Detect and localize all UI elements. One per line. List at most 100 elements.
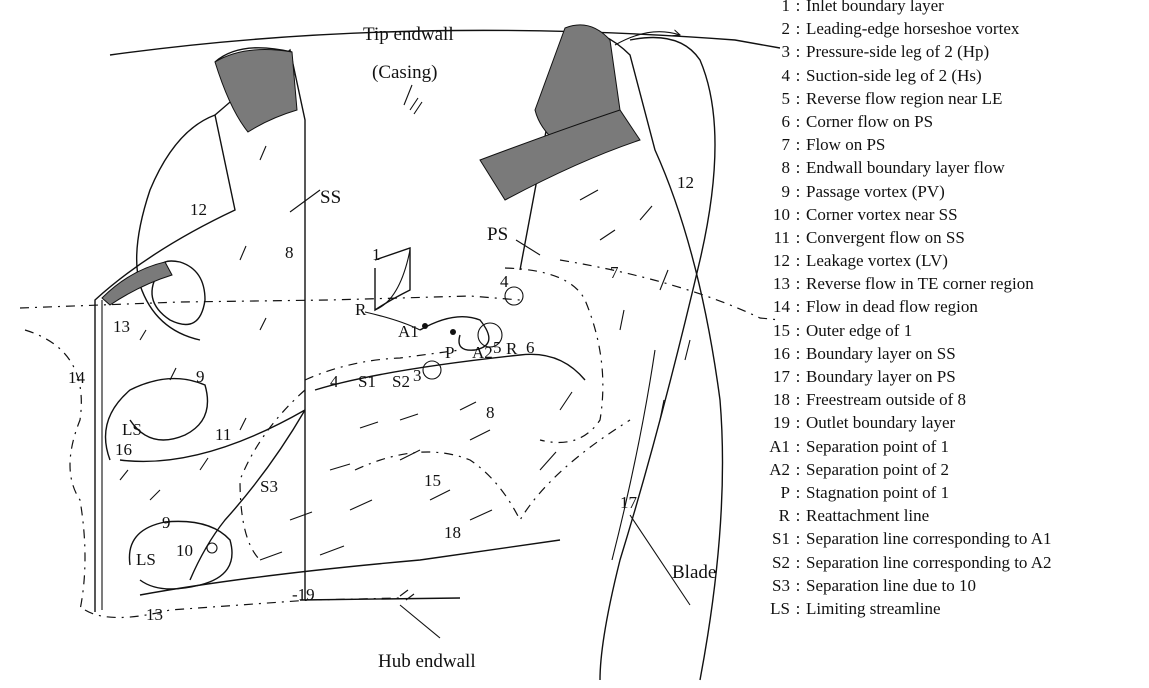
legend-text: Inlet boundary layer	[806, 0, 944, 15]
legend-item: 10:Corner vortex near SS	[760, 203, 1149, 226]
legend-item: 19:Outlet boundary layer	[760, 411, 1149, 434]
label-s2: S2	[392, 372, 410, 391]
legend-separator: :	[790, 40, 806, 63]
point-a1	[422, 323, 428, 329]
legend-separator: :	[790, 156, 806, 179]
leader-hub	[400, 605, 440, 638]
legend-key: 2	[760, 17, 790, 40]
legend-text: Reverse flow region near LE	[806, 89, 1002, 108]
legend-separator: :	[790, 458, 806, 481]
legend-text: Separation point of 1	[806, 437, 949, 456]
label-15: 15	[424, 471, 441, 490]
legend-text: Corner flow on PS	[806, 112, 933, 131]
legend-key: 15	[760, 319, 790, 342]
legend-separator: :	[790, 504, 806, 527]
legend-item: 15:Outer edge of 1	[760, 319, 1149, 342]
legend-separator: :	[790, 203, 806, 226]
label-4-left: 4	[330, 372, 339, 391]
legend-text: Separation point of 2	[806, 460, 949, 479]
legend-item: A1:Separation point of 1	[760, 435, 1149, 458]
legend-key: 14	[760, 295, 790, 318]
legend-separator: :	[790, 64, 806, 87]
outlet-line	[300, 598, 460, 600]
label-9-upper: 9	[196, 367, 205, 386]
ps-label: PS	[487, 224, 508, 245]
legend-item: 11:Convergent flow on SS	[760, 226, 1149, 249]
corner-vortex-10	[207, 543, 217, 553]
legend-key: P	[760, 481, 790, 504]
legend: 1:Inlet boundary layer2:Leading-edge hor…	[760, 0, 1149, 620]
legend-key: A1	[760, 435, 790, 458]
legend-key: 9	[760, 180, 790, 203]
legend-separator: :	[790, 17, 806, 40]
legend-key: 8	[760, 156, 790, 179]
legend-item: 5:Reverse flow region near LE	[760, 87, 1149, 110]
label-18: 18	[444, 523, 461, 542]
legend-text: Separation line corresponding to A1	[806, 529, 1052, 548]
legend-item: 2:Leading-edge horseshoe vortex	[760, 17, 1149, 40]
legend-separator: :	[790, 527, 806, 550]
legend-text: Boundary layer on SS	[806, 344, 956, 363]
legend-text: Reattachment line	[806, 506, 929, 525]
leader-ps	[516, 240, 540, 255]
label-r-left: R	[355, 300, 367, 319]
legend-separator: :	[790, 435, 806, 458]
label-p: P	[445, 343, 454, 362]
legend-text: Stagnation point of 1	[806, 483, 949, 502]
legend-item: 9:Passage vortex (PV)	[760, 180, 1149, 203]
label-1: 1	[372, 245, 381, 264]
legend-text: Limiting streamline	[806, 599, 941, 618]
label-3: 3	[413, 366, 422, 385]
legend-separator: :	[790, 295, 806, 318]
legend-key: 6	[760, 110, 790, 133]
tip-endwall-label: Tip endwall	[363, 24, 454, 45]
label-s3: S3	[260, 477, 278, 496]
legend-separator: :	[790, 180, 806, 203]
legend-text: Leading-edge horseshoe vortex	[806, 19, 1019, 38]
legend-key: S2	[760, 551, 790, 574]
legend-item: A2:Separation point of 2	[760, 458, 1149, 481]
legend-separator: :	[790, 481, 806, 504]
hub-endwall-label: Hub endwall	[378, 651, 476, 672]
legend-key: S3	[760, 574, 790, 597]
legend-item: S3:Separation line due to 10	[760, 574, 1149, 597]
vortex-3	[423, 361, 441, 379]
legend-text: Suction-side leg of 2 (Hs)	[806, 66, 982, 85]
legend-text: Boundary layer on PS	[806, 367, 956, 386]
legend-separator: :	[790, 0, 806, 17]
label-14: 14	[68, 368, 86, 387]
legend-text: Pressure-side leg of 2 (Hp)	[806, 42, 989, 61]
legend-text: Corner vortex near SS	[806, 205, 958, 224]
legend-item: 7:Flow on PS	[760, 133, 1149, 156]
legend-key: R	[760, 504, 790, 527]
legend-key: 13	[760, 272, 790, 295]
legend-item: 13:Reverse flow in TE corner region	[760, 272, 1149, 295]
legend-item: 1:Inlet boundary layer	[760, 0, 1149, 17]
blade-label: Blade	[672, 562, 716, 583]
label-a1: A1	[398, 322, 419, 341]
legend-separator: :	[790, 133, 806, 156]
casing-label: (Casing)	[372, 62, 437, 83]
legend-item: 3:Pressure-side leg of 2 (Hp)	[760, 40, 1149, 63]
leader-tip	[404, 85, 412, 105]
legend-separator: :	[790, 110, 806, 133]
ss-label: SS	[320, 187, 341, 208]
label-12-left: 12	[190, 200, 207, 219]
legend-text: Outer edge of 1	[806, 321, 912, 340]
label-9-lower: 9	[162, 513, 171, 532]
legend-key: 17	[760, 365, 790, 388]
label-17: 17	[620, 493, 638, 512]
right-casing-dash	[560, 260, 780, 320]
legend-separator: :	[790, 87, 806, 110]
label-a2: A2	[472, 343, 493, 362]
legend-item: 6:Corner flow on PS	[760, 110, 1149, 133]
legend-key: A2	[760, 458, 790, 481]
legend-item: 8:Endwall boundary layer flow	[760, 156, 1149, 179]
legend-separator: :	[790, 388, 806, 411]
legend-text: Freestream outside of 8	[806, 390, 966, 409]
edge-15	[355, 420, 630, 520]
hub-boundary-dash	[85, 598, 400, 618]
legend-text: Outlet boundary layer	[806, 413, 955, 432]
legend-text: Endwall boundary layer flow	[806, 158, 1005, 177]
label-10: 10	[176, 541, 193, 560]
